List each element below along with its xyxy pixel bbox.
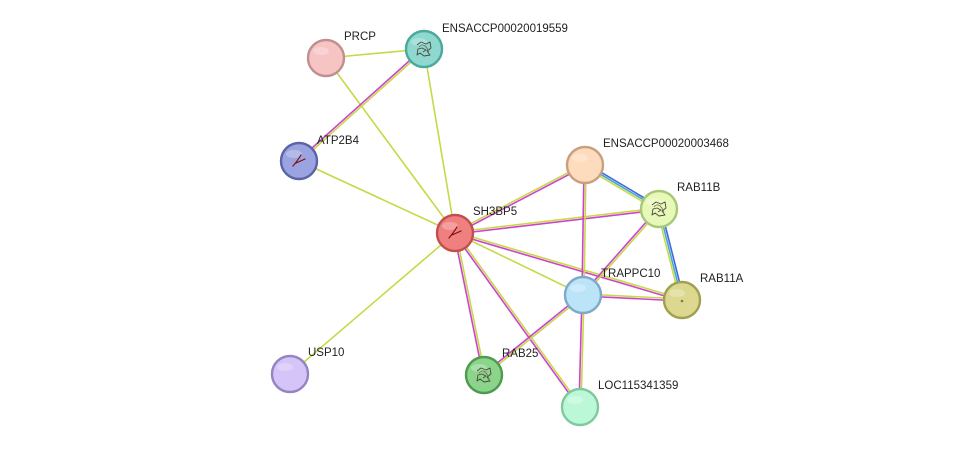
- edge-prcp-sh3bp5: [325, 57, 456, 234]
- node-label: RAB11A: [700, 273, 744, 285]
- node-label: TRAPPC10: [601, 268, 660, 280]
- node-label: USP10: [308, 347, 344, 359]
- node-shine: [570, 284, 586, 292]
- edge-layer: [289, 47, 685, 409]
- node-label: RAB25: [502, 348, 538, 360]
- edge-trappc10-rab25: [482, 293, 585, 377]
- node-circle[interactable]: [306, 38, 346, 78]
- node-shine: [313, 47, 329, 55]
- edge-strand: [289, 232, 456, 375]
- protein-structure-icon: [416, 41, 432, 57]
- structure-helix: [653, 204, 665, 213]
- protein-structure-icon: [292, 154, 306, 167]
- node-circle[interactable]: [560, 387, 600, 427]
- protein-structure-icon: [448, 226, 462, 239]
- edge-atp2b4-sh3bp5: [298, 160, 456, 234]
- node-shine: [669, 289, 685, 297]
- edge-strand: [453, 233, 683, 302]
- node-label: ENSACCP00020003468: [603, 138, 729, 150]
- node-trappc10[interactable]: TRAPPC10: [563, 268, 660, 315]
- edge-strand: [453, 163, 586, 233]
- node-circle[interactable]: [563, 275, 603, 315]
- edge-sh3bp5-ensaccp00020003468: [453, 163, 587, 235]
- structure-helix: [418, 44, 430, 53]
- edge-strand: [483, 294, 585, 377]
- edge-strand: [583, 164, 587, 296]
- edge-strand: [454, 232, 584, 296]
- node-rab11a[interactable]: RAB11A: [662, 273, 744, 320]
- edge-strand: [581, 164, 585, 296]
- node-rab25[interactable]: RAB25: [464, 348, 538, 395]
- node-shine: [442, 222, 458, 230]
- structure-helix: [478, 370, 490, 379]
- node-rab11b[interactable]: RAB11B: [639, 182, 721, 229]
- protein-structure-icon: [651, 201, 667, 217]
- edge-strand: [298, 160, 456, 234]
- node-shine: [572, 154, 588, 162]
- node-prcp[interactable]: PRCP: [306, 31, 376, 78]
- edge-sh3bp5-trappc10: [454, 232, 584, 296]
- edge-strand: [325, 57, 456, 234]
- node-circle[interactable]: [279, 141, 319, 181]
- edge-strand: [454, 207, 660, 233]
- edge-ensaccp00020019559-atp2b4: [297, 47, 426, 163]
- edge-ensaccp00020019559-sh3bp5: [423, 48, 456, 234]
- node-circle[interactable]: [270, 354, 310, 394]
- structure-trace: [448, 226, 462, 239]
- edge-sh3bp5-loc115341359: [453, 231, 582, 409]
- edge-strand: [423, 48, 456, 234]
- edge-strand: [454, 231, 684, 300]
- node-sh3bp5[interactable]: SH3BP5: [435, 206, 517, 253]
- node-atp2b4[interactable]: ATP2B4: [279, 135, 360, 181]
- node-label: RAB11B: [677, 182, 721, 194]
- node-label: SH3BP5: [473, 206, 517, 218]
- node-label: ATP2B4: [317, 135, 360, 147]
- node-shine: [471, 364, 487, 372]
- node-label: LOC115341359: [598, 380, 678, 392]
- node-circle[interactable]: [565, 145, 605, 185]
- edge-strand: [453, 232, 580, 409]
- structure-trace: [292, 154, 306, 167]
- edge-strand: [453, 232, 484, 377]
- structure-trace: [476, 367, 492, 383]
- structure-trace: [416, 41, 432, 57]
- node-ensaccp00020019559[interactable]: ENSACCP00020019559: [404, 23, 568, 69]
- node-usp10[interactable]: USP10: [270, 347, 344, 394]
- edge-strand: [454, 165, 587, 235]
- node-circle[interactable]: [435, 213, 475, 253]
- structure-trace: [651, 201, 667, 217]
- node-loc115341359[interactable]: LOC115341359: [560, 380, 678, 427]
- node-ensaccp00020003468[interactable]: ENSACCP00020003468: [565, 138, 729, 185]
- edge-ensaccp00020003468-trappc10: [581, 164, 587, 296]
- edge-strand: [482, 293, 584, 376]
- edge-strand: [298, 48, 426, 163]
- node-shine: [411, 38, 427, 46]
- edge-strand: [297, 47, 425, 162]
- node-shine: [646, 198, 662, 206]
- node-shine: [567, 396, 583, 404]
- edge-sh3bp5-rab11a: [453, 231, 684, 302]
- edge-strand: [454, 209, 660, 235]
- edge-strand: [455, 231, 582, 408]
- edge-usp10-sh3bp5: [289, 232, 456, 375]
- edge-strand: [455, 231, 486, 376]
- edge-sh3bp5-rab11b: [454, 207, 660, 235]
- protein-structure-icon: [476, 367, 492, 383]
- node-label: PRCP: [344, 31, 376, 43]
- node-label: ENSACCP00020019559: [442, 23, 568, 35]
- structure-dot-icon: [680, 299, 684, 303]
- node-shine: [277, 363, 293, 371]
- edge-sh3bp5-rab25: [453, 231, 486, 377]
- node-shine: [286, 150, 302, 158]
